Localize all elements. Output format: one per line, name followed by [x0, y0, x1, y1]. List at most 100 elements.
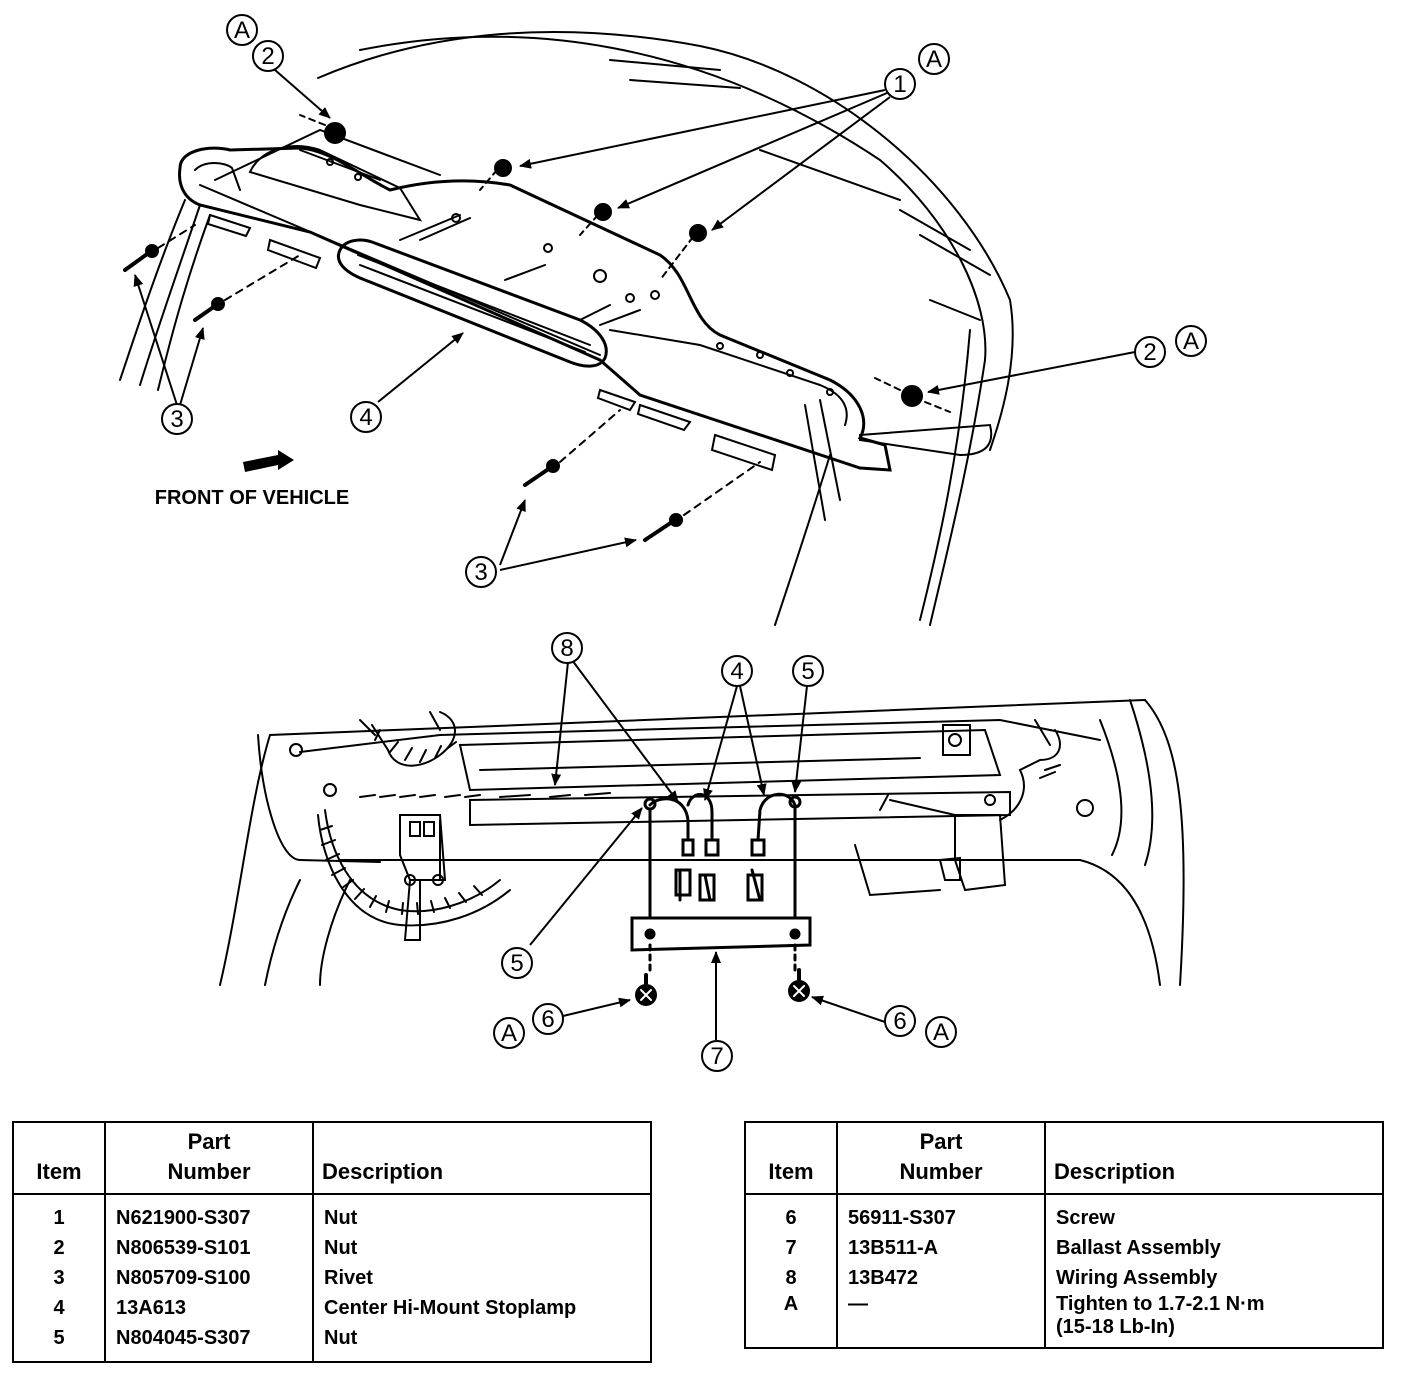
description-cell: Rivet [312, 1263, 652, 1293]
lower-view [219, 698, 1185, 1006]
header-part-line1: Part [919, 1129, 963, 1154]
item-cell: A [744, 1293, 838, 1348]
right-latch [879, 719, 1094, 892]
callout-a-2: A [926, 46, 942, 73]
stoplamp-housing [178, 146, 892, 472]
nut-item-2-a [299, 114, 346, 144]
description-cell: Center Hi-Mount Stoplamp [312, 1293, 652, 1323]
rivet-item-3-a [123, 224, 196, 272]
description-cell: Nut [312, 1194, 652, 1233]
callout-a-5: A [933, 1019, 949, 1046]
callout-4-lower: 4 [730, 658, 743, 685]
table-row: A — Tighten to 1.7-2.1 N·m (15-18 Lb-In) [744, 1293, 1384, 1348]
description-cell: Nut [312, 1323, 652, 1362]
stoplamp-exploded-diagram: A 2 1 A 2 A 3 4 3 FRONT OF VEHICLE [119, 14, 1207, 1072]
callout-6-right: 6 [893, 1008, 906, 1035]
part-number-cell: 13A613 [104, 1293, 314, 1323]
nut-item-2-b [874, 377, 951, 413]
header-part-number: Part Number [836, 1121, 1046, 1195]
item-cell: 4 [12, 1293, 106, 1323]
parts-table-header: Item Part Number Description [744, 1121, 1384, 1195]
callout-2-upper-right: 2 [1143, 339, 1156, 366]
header-part-line2: Number [899, 1159, 983, 1184]
table-row: 7 13B511-A Ballast Assembly [744, 1233, 1384, 1263]
header-item: Item [744, 1121, 838, 1195]
callout-2-upper-left: 2 [261, 43, 274, 70]
part-number-cell: 56911-S307 [836, 1194, 1046, 1233]
mounting-studs [326, 158, 834, 396]
screw-item-6-left [635, 973, 657, 1006]
item-cell: 7 [744, 1233, 838, 1263]
left-wire-loom [317, 711, 511, 927]
header-part-line2: Number [167, 1159, 251, 1184]
table-row: 2 N806539-S101 Nut [12, 1233, 652, 1263]
table-row: 1 N621900-S307 Nut [12, 1194, 652, 1233]
description-cell: Wiring Assembly [1044, 1263, 1384, 1293]
description-cell: Nut [312, 1233, 652, 1263]
roof-edge [359, 35, 987, 361]
part-number-cell: N805709-S100 [104, 1263, 314, 1293]
callout-1: 1 [893, 71, 906, 98]
callout-a-1: A [234, 17, 250, 44]
upper-view [119, 31, 1014, 626]
stoplamp-lens [336, 238, 608, 368]
callout-8: 8 [560, 635, 573, 662]
part-number-cell: N621900-S307 [104, 1194, 314, 1233]
header-description: Description [1044, 1121, 1384, 1195]
rivet-item-3-d [643, 461, 761, 542]
lower-leaders [529, 659, 886, 1040]
header-vent-slots [289, 743, 611, 798]
callout-3-left: 3 [170, 406, 183, 433]
callout-a-3: A [1183, 328, 1199, 355]
callout-6-left: 6 [541, 1006, 554, 1033]
upper-callouts [161, 14, 1207, 588]
header-panel [458, 728, 1002, 792]
callout-5-left: 5 [510, 950, 523, 977]
lower-callouts [493, 632, 957, 1072]
table-row: 8 13B472 Wiring Assembly [744, 1263, 1384, 1293]
screw-item-6-right [788, 968, 810, 1002]
part-number-cell: — [836, 1293, 1046, 1348]
item-cell: 6 [744, 1194, 838, 1233]
item-cell: 1 [12, 1194, 106, 1233]
torque-spec-line1: Tighten to 1.7-2.1 N·m [1056, 1293, 1265, 1315]
ballast-assembly [630, 916, 812, 977]
nut-item-1-b [579, 203, 612, 236]
table-row: 3 N805709-S100 Rivet [12, 1263, 652, 1293]
item-cell: 2 [12, 1233, 106, 1263]
header-part-number: Part Number [104, 1121, 314, 1195]
callout-4-upper: 4 [359, 404, 372, 431]
parts-table-header: Item Part Number Description [12, 1121, 652, 1195]
description-cell: Screw [1044, 1194, 1384, 1233]
nut-item-1-c [659, 224, 707, 281]
roof-opening-outline [219, 698, 1185, 986]
callout-5-right: 5 [801, 658, 814, 685]
header-description: Description [312, 1121, 652, 1195]
callout-a-4: A [501, 1020, 517, 1047]
part-number-cell: 13B472 [836, 1263, 1046, 1293]
table-row: 4 13A613 Center Hi-Mount Stoplamp [12, 1293, 652, 1323]
item-cell: 5 [12, 1323, 106, 1362]
callout-7: 7 [710, 1043, 723, 1070]
rivet-item-3-c [523, 409, 621, 487]
part-number-cell: 13B511-A [836, 1233, 1046, 1263]
table-row: 6 56911-S307 Screw [744, 1194, 1384, 1233]
header-part-line1: Part [187, 1129, 231, 1154]
upper-leaders [133, 69, 1136, 571]
header-item: Item [12, 1121, 106, 1195]
torque-spec-line2: (15-18 Lb-In) [1056, 1316, 1175, 1338]
front-arrow-icon [243, 450, 294, 472]
part-number-cell: N804045-S307 [104, 1323, 314, 1362]
description-cell: Ballast Assembly [1044, 1233, 1384, 1263]
table-row: 5 N804045-S307 Nut [12, 1323, 652, 1362]
nut-item-1-a [479, 159, 512, 191]
rear-window-frame [929, 359, 986, 626]
parts-table-right: Item Part Number Description 6 56911-S30… [744, 1121, 1384, 1349]
left-latch [399, 814, 447, 941]
front-of-vehicle-label: FRONT OF VEHICLE [155, 487, 349, 509]
part-number-cell: N806539-S101 [104, 1233, 314, 1263]
callout-3-bottom: 3 [474, 559, 487, 586]
parts-table-left: Item Part Number Description 1 N621900-S… [12, 1121, 652, 1363]
rivet-item-3-b [193, 254, 301, 322]
wiring-assembly [643, 792, 802, 920]
